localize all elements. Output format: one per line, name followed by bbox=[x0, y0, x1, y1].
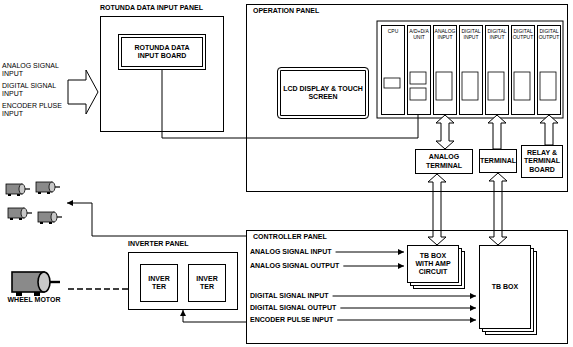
bus-arrow bbox=[489, 173, 507, 245]
signal-arrow bbox=[340, 308, 476, 309]
signal-arrow bbox=[337, 320, 476, 321]
terminal-box: RELAY & TERMINAL BOARD bbox=[521, 145, 563, 178]
bus-arrow bbox=[428, 174, 446, 245]
plc-module: A/D+D/A UNIT bbox=[407, 25, 431, 115]
plc-module: DIGITAL INPUT bbox=[485, 25, 509, 115]
box-label: LCD DISPLAY & TOUCH SCREEN bbox=[283, 85, 363, 101]
connector-path bbox=[66, 288, 128, 290]
motor-symbol bbox=[6, 184, 30, 196]
box-label: CPU bbox=[388, 29, 399, 35]
panel-heading: INVERTER PANEL bbox=[128, 240, 189, 248]
box-label: DIGITAL OUTPUT bbox=[513, 29, 534, 41]
wheel-motor: WHEEL MOTOR bbox=[2, 268, 66, 342]
box-label: INVER TER bbox=[194, 275, 220, 291]
bus-arrow-shape bbox=[428, 174, 446, 245]
motor-symbol bbox=[38, 212, 62, 224]
motor-symbol bbox=[36, 182, 60, 194]
motor-symbol bbox=[8, 208, 32, 220]
box-label: TB BOX bbox=[492, 283, 518, 291]
box-label: TB BOX WITH AMP CIRCUIT bbox=[410, 252, 456, 276]
panel-heading: OPERATION PANEL bbox=[253, 7, 319, 15]
bus-arrow-shape bbox=[436, 115, 454, 149]
module-connector bbox=[540, 72, 556, 100]
module-connector bbox=[384, 78, 400, 88]
module-connector bbox=[410, 72, 426, 84]
inverter-box: INVER TER bbox=[188, 264, 226, 302]
bus-arrow bbox=[540, 115, 558, 145]
plc-module: DIGITAL OUTPUT bbox=[537, 25, 561, 115]
panel: ROTUNDA DATA INPUT PANEL ROTUNDA DATA INP… bbox=[100, 4, 224, 132]
box-label: INVER TER bbox=[146, 275, 172, 291]
signal-name: DIGITAL SIGNAL OUTPUT bbox=[250, 304, 336, 312]
box-label: A/D+D/A UNIT bbox=[409, 29, 429, 41]
module-connector bbox=[514, 72, 530, 100]
inverter-box: INVER TER bbox=[140, 264, 178, 302]
signal-arrow bbox=[343, 266, 404, 267]
signal-arrow bbox=[336, 252, 404, 253]
bus-arrow bbox=[488, 115, 506, 149]
box-label: ANALOG INPUT bbox=[435, 29, 456, 41]
panel-heading: CONTROLLER PANEL bbox=[253, 233, 327, 241]
box-label: DIGITAL INPUT bbox=[461, 29, 481, 41]
motor-icon bbox=[8, 268, 60, 296]
bus-arrow-shape bbox=[540, 115, 558, 145]
module-connector bbox=[488, 72, 504, 100]
terminal-box: TERMINAL bbox=[479, 149, 517, 173]
signal-name: ENCODER PLUSE INPUT bbox=[2, 102, 66, 118]
plc-module: CPU bbox=[381, 25, 405, 115]
signal-name: ANALOG SIGNAL INPUT bbox=[2, 62, 66, 78]
panel: INVERTER PANEL INVER TER INVER TER bbox=[128, 240, 238, 310]
module-connector bbox=[410, 88, 426, 100]
plc-module: DIGITAL INPUT bbox=[459, 25, 483, 115]
bus-arrow-shape bbox=[489, 173, 507, 245]
bus-arrow-shape bbox=[488, 115, 506, 149]
motor-feed-line bbox=[67, 203, 246, 236]
signal-name: ENCODER PULSE INPUT bbox=[250, 316, 333, 324]
box-label: DIGITAL INPUT bbox=[487, 29, 507, 41]
box-label: RELAY & TERMINAL BOARD bbox=[524, 149, 560, 173]
signal-name: ANALOG SIGNAL OUTPUT bbox=[250, 262, 339, 270]
connector-line bbox=[66, 289, 128, 290]
connector-line bbox=[183, 310, 246, 322]
tb-box: TB BOX WITH AMP CIRCUIT bbox=[407, 245, 459, 283]
connector-path bbox=[183, 310, 246, 322]
module-connector bbox=[436, 72, 452, 100]
plc-module: DIGITAL OUTPUT bbox=[511, 25, 535, 115]
board-box: ROTUNDA DATA INPUT BOARD bbox=[118, 34, 206, 70]
box-label: WHEEL MOTOR bbox=[7, 296, 60, 304]
display-box: LCD DISPLAY & TOUCH SCREEN bbox=[277, 67, 369, 119]
box-label: TERMINAL bbox=[480, 157, 516, 165]
motor-group bbox=[6, 182, 62, 224]
signal-name: DIGITAL SIGNAL INPUT bbox=[250, 292, 329, 300]
panel: OPERATION PANEL LCD DISPLAY & TOUCH SCREE… bbox=[246, 4, 568, 192]
signal-name: DIGITAL SIGNAL INPUT bbox=[2, 82, 66, 98]
motor-symbol bbox=[12, 272, 60, 296]
module-connector bbox=[462, 72, 478, 100]
tb-box: TB BOX bbox=[479, 245, 531, 329]
module-connectors bbox=[384, 72, 556, 100]
input-arrow bbox=[68, 70, 98, 114]
terminal-box: ANALOG TERMINAL bbox=[415, 149, 473, 174]
signal-name: ANALOG SIGNAL INPUT bbox=[250, 248, 332, 256]
panel-heading: ROTUNDA DATA INPUT PANEL bbox=[100, 4, 203, 12]
plc-rack bbox=[377, 21, 563, 118]
box-label: ROTUNDA DATA INPUT BOARD bbox=[124, 44, 200, 60]
box-label: DIGITAL OUTPUT bbox=[539, 29, 560, 41]
plc-module: ANALOG INPUT bbox=[433, 25, 457, 115]
panel: CONTROLLER PANEL TB BOX WITH AMP CIRCUIT T… bbox=[246, 230, 568, 344]
bus-arrow bbox=[436, 115, 454, 149]
signal-arrow bbox=[333, 296, 476, 297]
box-label: ANALOG TERMINAL bbox=[418, 153, 470, 169]
